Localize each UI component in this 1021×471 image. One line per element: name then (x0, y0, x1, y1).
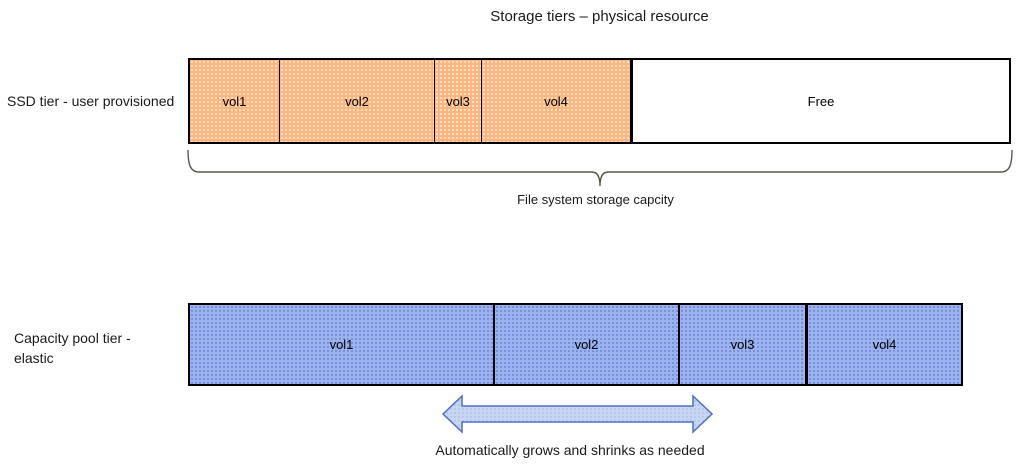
capacity-tier-bar: vol1 vol2 vol3 vol4 (188, 303, 963, 386)
brace-label: File system storage capcity (517, 192, 674, 207)
pool-segment-vol4: vol4 (808, 305, 961, 384)
ssd-tier-bar: vol1 vol2 vol3 vol4 Free (188, 58, 1011, 144)
pool-segment-vol2: vol2 (495, 305, 680, 384)
capacity-tier-label: Capacity pool tier - elastic (14, 330, 131, 366)
pool-segment-vol3: vol3 (680, 305, 808, 384)
ssd-segment-vol2: vol2 (280, 60, 435, 142)
ssd-tier-label: SSD tier - user provisioned (7, 93, 175, 109)
ssd-segment-vol1: vol1 (190, 60, 280, 142)
ssd-segment-free: Free (633, 60, 1009, 142)
diagram-title: Storage tiers – physical resource (490, 8, 709, 25)
double-arrow-icon (441, 394, 714, 434)
pool-segment-vol1: vol1 (190, 305, 495, 384)
brace-icon (187, 149, 1013, 187)
ssd-segment-vol3: vol3 (435, 60, 482, 142)
ssd-segment-vol4: vol4 (482, 60, 633, 142)
arrow-caption: Automatically grows and shrinks as neede… (435, 442, 705, 458)
